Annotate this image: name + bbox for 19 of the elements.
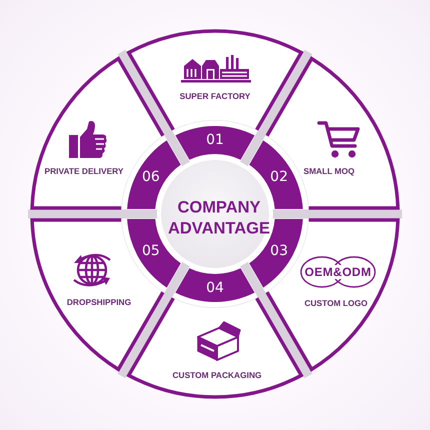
feature-label: PRIVATE DELIVERY bbox=[44, 166, 124, 176]
wheel-sector bbox=[30, 56, 165, 211]
feature-label: SUPER FACTORY bbox=[180, 92, 250, 100]
badge-text: OEM&ODM bbox=[304, 265, 372, 279]
wheel-sector bbox=[265, 56, 400, 210]
feature-label: SMALL MOQ bbox=[303, 166, 355, 176]
step-number: 04 bbox=[206, 281, 224, 295]
step-number: 01 bbox=[206, 133, 224, 147]
ring-segment bbox=[175, 268, 255, 302]
step-number: 02 bbox=[270, 170, 288, 184]
feature-label: DROPSHIPPING bbox=[66, 298, 132, 306]
wheel-sector bbox=[30, 218, 165, 372]
step-number: 06 bbox=[142, 170, 160, 184]
step-number: 03 bbox=[270, 244, 288, 258]
center-heading: COMPANY ADVANTAGE bbox=[166, 197, 272, 239]
feature-label: CUSTOM LOGO bbox=[304, 298, 368, 308]
feature-label: CUSTOM PACKAGING bbox=[172, 370, 262, 380]
ring-segment bbox=[175, 126, 255, 160]
step-number: 05 bbox=[142, 244, 160, 258]
